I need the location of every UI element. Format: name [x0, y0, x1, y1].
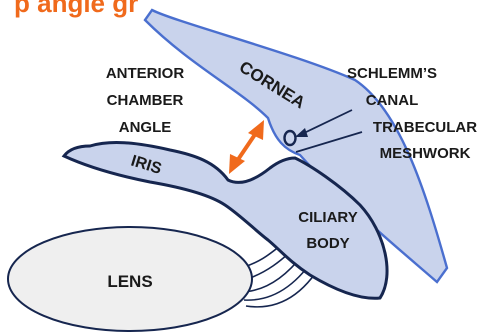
svg-text:SCHLEMM’S: SCHLEMM’S [347, 65, 437, 82]
svg-text:BODY: BODY [306, 235, 349, 252]
angle-double-arrow [229, 120, 264, 174]
svg-text:ANGLE: ANGLE [119, 119, 172, 136]
schlemms-canal-shape [285, 131, 296, 145]
svg-text:TRABECULAR: TRABECULAR [373, 119, 477, 136]
svg-text:CANAL: CANAL [366, 92, 419, 109]
svg-text:ANTERIOR: ANTERIOR [106, 65, 185, 82]
svg-text:MESHWORK: MESHWORK [380, 145, 471, 162]
svg-text:CILIARY: CILIARY [298, 209, 357, 226]
lens-label: LENS [107, 272, 152, 291]
title-fragment: p angle gr [14, 0, 138, 18]
svg-text:CHAMBER: CHAMBER [107, 92, 184, 109]
anterior-chamber-angle-label: ANTERIOR CHAMBER ANGLE [106, 65, 185, 136]
